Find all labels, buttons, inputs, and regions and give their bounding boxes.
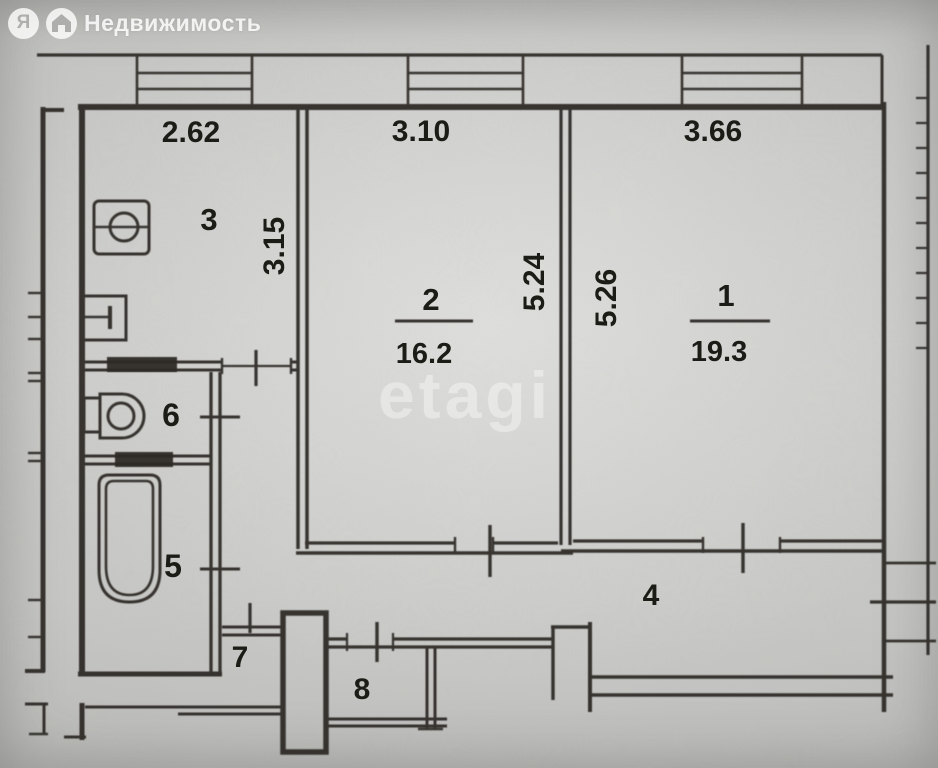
dim-room2-depth: 5.24 xyxy=(518,252,551,311)
yandex-realty-watermark: Я Недвижимость xyxy=(8,5,261,41)
vent-shaft xyxy=(280,610,329,755)
facade-outer-line xyxy=(37,53,884,107)
balcony-hatch-2 xyxy=(408,71,523,91)
room8-label: 8 xyxy=(354,673,371,706)
lower-left-walls xyxy=(25,702,283,740)
room4-label: 4 xyxy=(643,579,660,612)
dim-room1-depth: 5.26 xyxy=(590,269,623,327)
room8-bottom-wall xyxy=(326,717,447,728)
left-wall-hatch-ticks xyxy=(28,291,43,639)
room5-label: 5 xyxy=(164,548,182,584)
corridor-bottom-wall xyxy=(326,633,553,651)
balcony-hatch-1 xyxy=(137,71,252,91)
brand-name: Недвижимость xyxy=(84,9,262,36)
yandex-letter: Я xyxy=(16,12,31,33)
room1-label: 1 xyxy=(717,278,734,313)
bathtub-icon xyxy=(97,473,162,604)
balcony-dividers xyxy=(135,55,804,107)
room2-area: 16.2 xyxy=(396,338,452,370)
left-exterior-wall xyxy=(25,107,64,673)
room1-left-wall xyxy=(559,107,572,545)
balcony-hatch-3 xyxy=(682,71,802,91)
stair-landing-rungs xyxy=(870,561,936,643)
room3-label: 3 xyxy=(200,202,217,237)
bottom-exterior-wall xyxy=(590,675,893,697)
bearing-segment-room3 xyxy=(107,357,177,372)
dim-room3-depth: 3.15 xyxy=(258,217,291,275)
room7-top-wall xyxy=(222,625,283,637)
room7-label: 7 xyxy=(232,641,249,674)
stair-step-ticks xyxy=(916,96,928,350)
room2-left-wall xyxy=(296,107,309,549)
room2-label: 2 xyxy=(422,282,439,317)
realty-house-icon xyxy=(46,7,77,39)
yandex-logo-icon: Я xyxy=(8,7,39,39)
dim-room3-width: 2.62 xyxy=(162,116,220,149)
kitchen-sink-icon xyxy=(80,294,128,342)
room1-area: 19.3 xyxy=(691,336,747,368)
toilet-icon xyxy=(82,392,146,440)
bearing-segment-divider xyxy=(115,452,173,467)
house-glyph xyxy=(52,13,71,32)
room8-right-wall xyxy=(418,648,443,731)
bath-block-right-wall xyxy=(209,372,222,675)
room6-label: 6 xyxy=(162,397,180,433)
entrance-doorway xyxy=(551,622,592,712)
stove-icon xyxy=(92,199,151,256)
watermark-etagi: etagi xyxy=(378,358,552,432)
dim-room1-width: 3.66 xyxy=(684,115,742,148)
room2-bottom-wall xyxy=(296,537,573,555)
room1-bottom-wall xyxy=(561,537,884,553)
dim-room2-width: 3.10 xyxy=(392,115,450,148)
